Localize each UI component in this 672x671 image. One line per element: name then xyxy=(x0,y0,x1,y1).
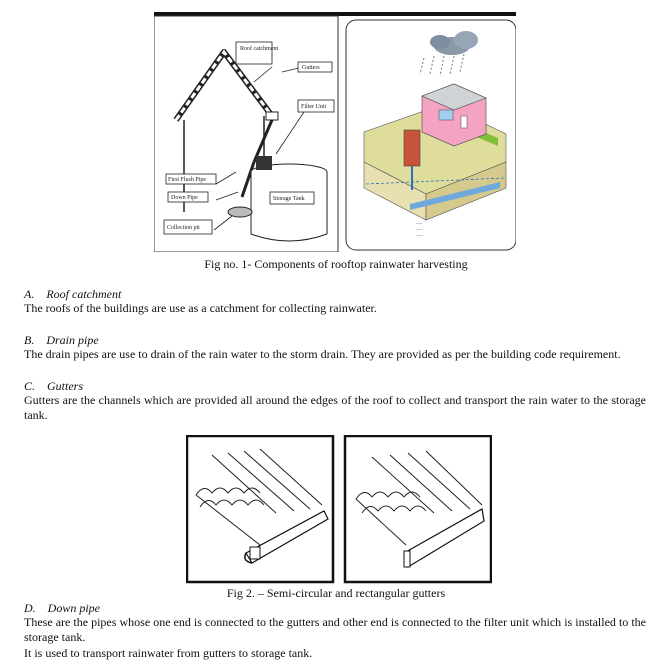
rainwater-schematic: Roof catchment Gutters Filter Unit First… xyxy=(154,16,338,252)
section-c-heading: C. Gutters xyxy=(24,379,83,394)
rectangular-gutter-illustration xyxy=(345,436,491,582)
svg-text:-----: ----- xyxy=(416,232,423,237)
section-a-heading: A. Roof catchment xyxy=(24,287,121,302)
section-d-heading: D. Down pipe xyxy=(24,601,100,616)
label-storage-tank: Storage Tank xyxy=(273,196,305,202)
label-first-flush-pipe: First Flush Pipe xyxy=(168,177,206,183)
label-filter-unit: Filter Unit xyxy=(301,104,326,110)
section-d-body-2: It is used to transport rainwater from g… xyxy=(24,646,646,661)
figure1-caption: Fig no. 1- Components of rooftop rainwat… xyxy=(0,257,672,272)
figure2 xyxy=(186,435,492,585)
label-collection-pit: Collection pit xyxy=(167,225,200,231)
recharge-illustration: ----- ----- ----- xyxy=(346,20,516,250)
figure2-illustrations xyxy=(186,435,492,585)
section-b-heading: B. Drain pipe xyxy=(24,333,99,348)
section-b-body: The drain pipes are use to drain of the … xyxy=(24,347,646,362)
figure1-illustrations: Roof catchment Gutters Filter Unit First… xyxy=(154,12,516,252)
svg-text:-----: ----- xyxy=(416,226,423,231)
semi-circular-gutter-illustration xyxy=(187,436,333,582)
svg-text:-----: ----- xyxy=(416,220,423,225)
figure1: Roof catchment Gutters Filter Unit First… xyxy=(154,12,516,252)
figure2-caption: Fig 2. – Semi-circular and rectangular g… xyxy=(0,586,672,601)
label-roof-catchment: Roof catchment xyxy=(240,45,278,52)
label-gutters: Gutters xyxy=(302,65,320,71)
section-c-body: Gutters are the channels which are provi… xyxy=(24,393,646,423)
label-down-pipe: Down Pipe xyxy=(171,195,198,201)
section-a-body: The roofs of the buildings are use as a … xyxy=(24,301,646,316)
section-d-body-1: These are the pipes whose one end is con… xyxy=(24,615,646,645)
